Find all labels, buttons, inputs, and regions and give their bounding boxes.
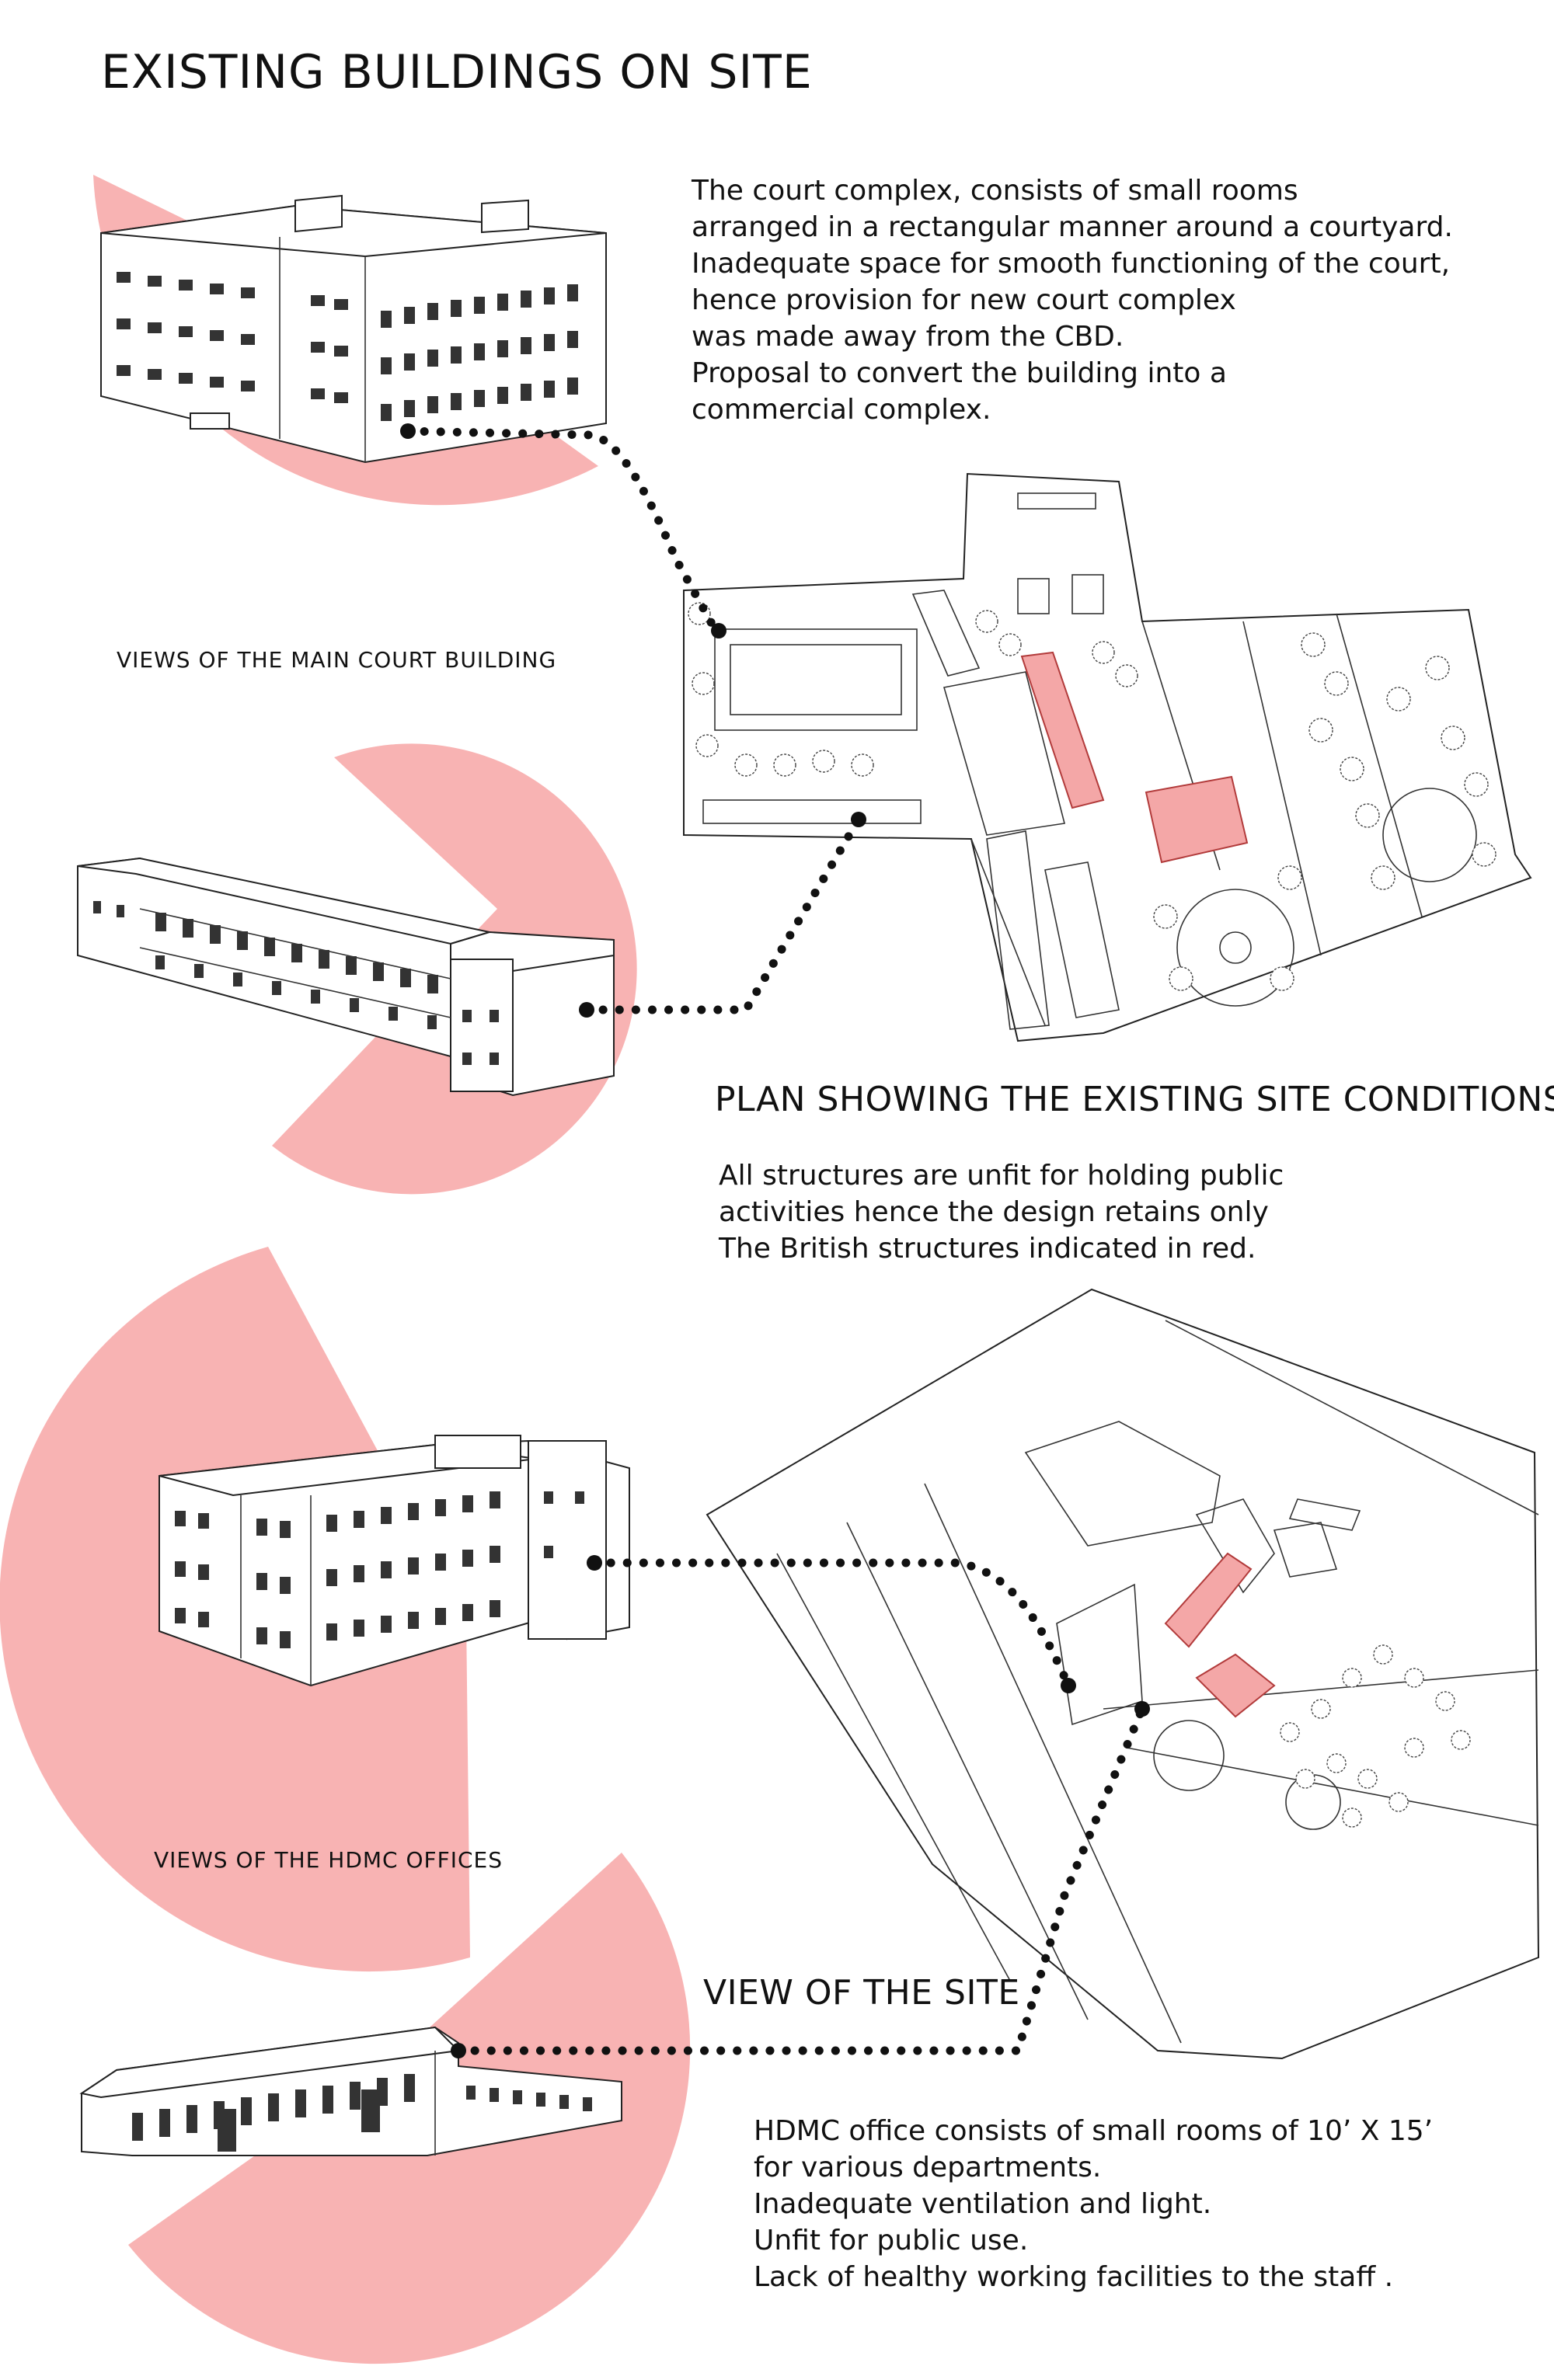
hdmc-annex-building-drawing: [79, 2026, 622, 2156]
court-description-line: commercial complex.: [692, 394, 991, 426]
hdmc-description-line: Lack of healthy working facilities to th…: [754, 2261, 1394, 2293]
hdmc-description-line: Inadequate ventilation and light.: [754, 2188, 1212, 2220]
british-structure-site-hall: [1195, 1653, 1276, 1718]
court-description-line: The court complex, consists of small roo…: [692, 175, 1298, 207]
leader-hdmc-office: [590, 1558, 1073, 1690]
hdmc-description-line: for various departments.: [754, 2152, 1102, 2183]
british-structure-long-block: [1020, 651, 1105, 809]
plan-note-line: The British structures indicated in red.: [719, 1233, 1256, 1265]
caption-main-court: VIEWS OF THE MAIN COURT BUILDING: [117, 647, 557, 673]
plan-note-line: All structures are unfit for holding pub…: [719, 1160, 1284, 1192]
hdmc-description-line: HDMC office consists of small rooms of 1…: [754, 2115, 1434, 2147]
hdmc-description: HDMC office consists of small rooms of 1…: [754, 2113, 1433, 2295]
court-description-line: Inadequate space for smooth functioning …: [692, 248, 1451, 280]
main-court-building-drawing: [100, 194, 607, 464]
plan-trees: [688, 602, 1497, 991]
court-description: The court complex, consists of small roo…: [692, 172, 1453, 428]
british-structure-site-long: [1164, 1552, 1253, 1648]
british-structure-hall: [1145, 775, 1249, 864]
view-cones: [0, 175, 691, 2364]
site-heading: VIEW OF THE SITE: [703, 1973, 1020, 2013]
leader-court-wing: [582, 815, 863, 1014]
hdmc-description-line: Unfit for public use.: [754, 2225, 1029, 2256]
caption-hdmc-offices: VIEWS OF THE HDMC OFFICES: [154, 1847, 503, 1873]
court-description-line: Proposal to convert the building into a: [692, 357, 1227, 389]
hdmc-office-building-drawing: [159, 1435, 630, 1687]
leader-main-court: [403, 426, 720, 634]
plan-note-line: activities hence the design retains only: [719, 1196, 1269, 1228]
court-description-line: was made away from the CBD.: [692, 321, 1124, 353]
court-wing-building-drawing: [77, 857, 615, 1097]
site-view-trees: [1280, 1644, 1471, 1828]
court-description-line: arranged in a rectangular manner around …: [692, 211, 1453, 243]
leader-lines: [400, 423, 1150, 2058]
court-description-line: hence provision for new court complex: [692, 284, 1236, 316]
page-title: EXISTING BUILDINGS ON SITE: [101, 45, 813, 99]
plan-note: All structures are unfit for holding pub…: [719, 1157, 1284, 1267]
leader-hdmc-annex: [454, 1704, 1147, 2055]
site-plan-drawing: [683, 472, 1532, 1042]
plan-heading: PLAN SHOWING THE EXISTING SITE CONDITION…: [715, 1080, 1554, 1119]
site-view-drawing: [706, 1288, 1540, 2060]
